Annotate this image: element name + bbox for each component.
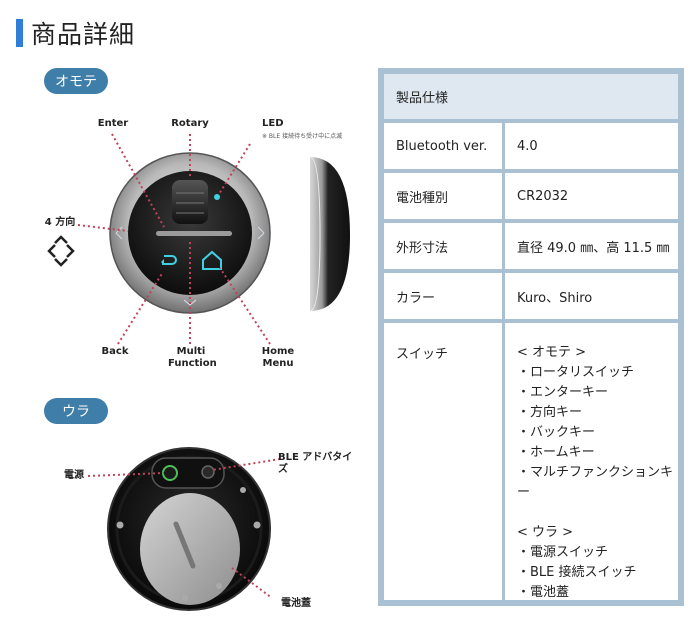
label-home-line1: Home [261, 346, 295, 357]
spec-row-label: Bluetooth ver. [384, 123, 502, 169]
label-led: LED [262, 118, 284, 129]
label-home-line2: Menu [262, 358, 294, 369]
switch-line: ・バックキー [517, 425, 596, 440]
spec-row-value: 4.0 [505, 123, 678, 169]
spec-row-value: Kuro、Shiro [505, 273, 678, 319]
label-power: 電源 [64, 470, 84, 481]
label-multi-line2: Function [168, 358, 217, 369]
ble-button [201, 465, 215, 479]
back-device [107, 447, 271, 611]
spec-row-value: CR2032 [505, 173, 678, 219]
switch-line: ・ロータリスイッチ [517, 365, 635, 380]
spec-switch-label: スイッチ [384, 323, 502, 600]
label-multi-line1: Multi [176, 346, 206, 357]
switch-line: ・方向キー [517, 405, 583, 420]
switch-line: ・ホームキー [517, 445, 595, 460]
spec-row-value: 直径 49.0 ㎜、高 11.5 ㎜ [505, 223, 678, 269]
back-key-icon [162, 255, 177, 265]
label-home-menu: Home Menu [258, 346, 298, 370]
label-rotary: Rotary [171, 118, 209, 129]
multi-function-bar [156, 231, 232, 236]
front-device [109, 152, 271, 314]
switch-line: ・マルチファンクションキー [517, 465, 674, 500]
back-callouts [87, 458, 281, 599]
spec-switch-value: < オモテ > ・ロータリスイッチ ・エンターキー ・方向キー ・バックキー ・… [505, 323, 678, 600]
spec-row-label: 外形寸法 [384, 223, 502, 269]
switch-line: < ウラ > [517, 525, 574, 540]
front-pill: オモテ [44, 68, 108, 94]
spec-header: 製品仕様 [384, 74, 678, 119]
back-pill: ウラ [44, 398, 108, 424]
page-header: 商品詳細 [16, 18, 136, 49]
front-callouts [77, 133, 271, 345]
switch-line: ・エンターキー [517, 385, 609, 400]
spec-table: 製品仕様 Bluetooth ver. 4.0 電池種別 CR2032 外形寸法… [378, 68, 684, 606]
label-four-direction: 4 方向 [44, 217, 76, 228]
label-battery-cover: 電池蓋 [281, 598, 311, 609]
device-side-profile [309, 156, 350, 312]
spec-row-label: カラー [384, 273, 502, 319]
power-switch [162, 465, 178, 481]
led-note: ※ BLE 接続待ち受け中に点滅 [262, 133, 343, 140]
switch-list: < オモテ > ・ロータリスイッチ ・エンターキー ・方向キー ・バックキー ・… [517, 343, 678, 603]
label-back: Back [101, 346, 129, 357]
switch-line: < オモテ > [517, 345, 587, 360]
switch-line: ・電池蓋 [517, 585, 570, 600]
label-ble-advertise: BLE アドバタイズ [278, 452, 353, 475]
header-accent-bar [16, 19, 23, 47]
label-enter: Enter [97, 118, 129, 129]
switch-line: ・BLE 接続スイッチ [517, 565, 637, 580]
page-title: 商品詳細 [31, 20, 136, 49]
spec-row-label: 電池種別 [384, 173, 502, 219]
label-multi-function: Multi Function [168, 346, 217, 370]
home-key-icon [202, 250, 222, 270]
four-direction-icon [47, 235, 75, 267]
led-indicator [214, 194, 220, 200]
switch-line-spacer [517, 503, 678, 523]
rotary-knob [172, 180, 208, 224]
battery-cover [140, 493, 240, 605]
switch-line: ・電源スイッチ [517, 545, 609, 560]
